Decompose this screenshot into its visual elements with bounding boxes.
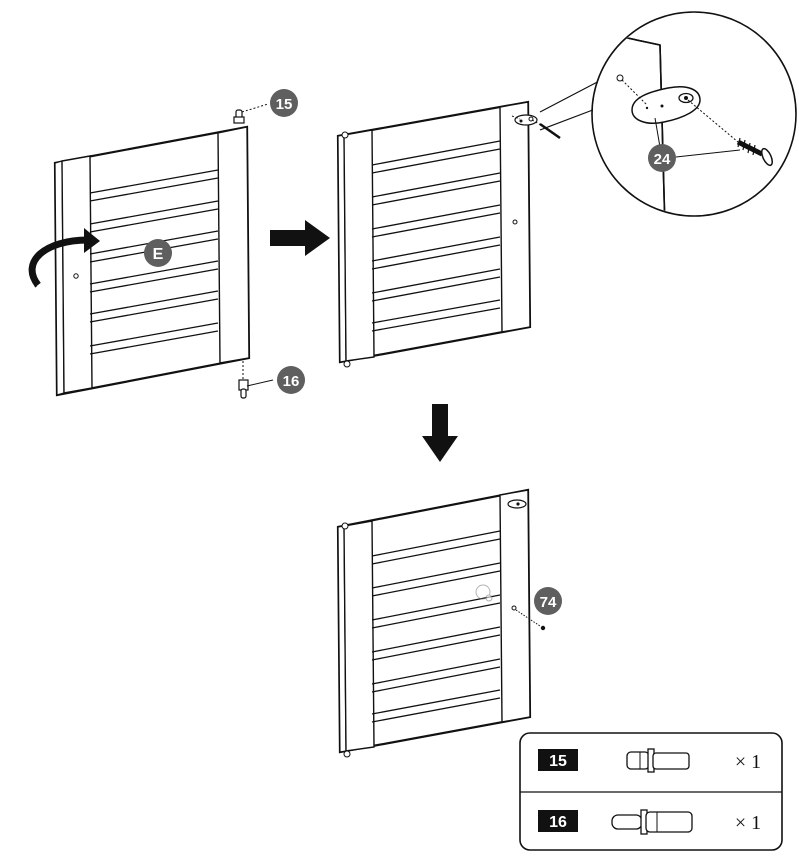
- door-e-badge: E: [144, 239, 172, 267]
- detail-zoom-circle: [591, 11, 797, 217]
- svg-text:16: 16: [283, 373, 300, 390]
- detail-leader-lines: [539, 77, 606, 131]
- parts-row-15: 15 × 1: [538, 748, 761, 773]
- callout-16-badge: 16: [277, 366, 305, 394]
- part-code-box: [538, 749, 578, 771]
- svg-text:× 1: × 1: [735, 751, 761, 773]
- svg-text:E: E: [153, 246, 164, 263]
- pin-15-icon: [626, 748, 690, 773]
- callout-15-badge: 15: [270, 89, 298, 117]
- svg-text:15: 15: [549, 753, 567, 770]
- mounting-plate-part: [631, 86, 701, 124]
- svg-text:24: 24: [654, 151, 671, 168]
- svg-text:74: 74: [540, 594, 557, 611]
- pin-15-part: [233, 103, 269, 124]
- hinge-position-icon: [475, 584, 493, 602]
- screw-24-part: [736, 137, 774, 167]
- next-step-arrow-icon: [270, 220, 330, 256]
- parts-row-16: 16 × 1: [538, 809, 761, 835]
- door-panel-c: [336, 488, 546, 758]
- door-panel-b: [336, 100, 561, 368]
- callout-74-badge: 74: [534, 587, 562, 615]
- svg-text:× 1: × 1: [735, 812, 761, 834]
- callout-24-badge: 24: [648, 144, 676, 172]
- pin-16-icon: [611, 809, 693, 835]
- rotate-arrow-icon: [28, 228, 100, 288]
- svg-text:15: 15: [276, 96, 293, 113]
- pin-16-part: [238, 361, 274, 399]
- parts-table: 15 × 1 16 × 1: [519, 732, 783, 851]
- svg-text:16: 16: [549, 814, 567, 831]
- part-code-box: [538, 810, 578, 832]
- down-step-arrow-icon: [422, 404, 458, 462]
